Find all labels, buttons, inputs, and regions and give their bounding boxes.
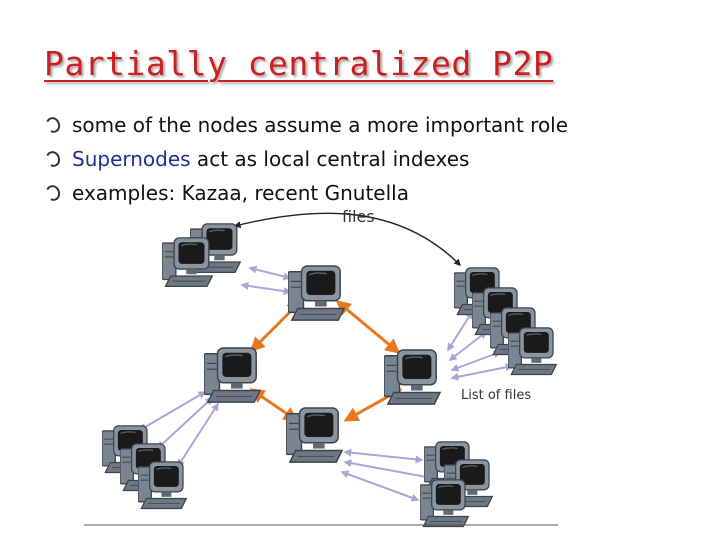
peer-link — [448, 331, 488, 361]
files-transfer-arrow — [233, 212, 461, 266]
peer-computer-icon — [138, 461, 187, 510]
peer-link — [343, 459, 434, 481]
bullet-item: some of the nodes assume a more importan… — [43, 108, 569, 142]
bullet-text: examples: Kazaa, recent Gnutella — [72, 181, 409, 205]
peer-link — [343, 448, 424, 464]
peer-link — [248, 265, 292, 281]
peer-link — [447, 310, 473, 352]
supernode-link — [335, 300, 401, 354]
peer-link — [156, 396, 214, 450]
supernode-computer-icon — [204, 347, 261, 403]
supernode-computer-icon — [286, 407, 343, 463]
peer-computer-icon — [162, 237, 213, 288]
peer-computer-icon — [508, 327, 557, 376]
bullet-term: Supernodes — [72, 147, 191, 171]
supernode-computer-icon — [288, 265, 345, 321]
peer-link — [450, 363, 514, 381]
bullet-item: Supernodes act as local central indexes — [43, 142, 568, 176]
bullet-text: some of the nodes assume a more importan… — [72, 113, 569, 137]
peer-link — [340, 470, 420, 502]
peer-computer-icon — [420, 479, 469, 528]
bullet-list: some of the nodes assume a more importan… — [43, 108, 569, 210]
bullet-item: examples: Kazaa, recent Gnutella — [43, 176, 568, 210]
peer-link — [240, 281, 292, 296]
peer-link — [138, 391, 207, 431]
list-of-files-label: List of files — [461, 388, 531, 403]
slide-title: Partially centralized P2P — [44, 44, 554, 83]
peer-link — [177, 402, 219, 468]
files-label: files — [342, 207, 375, 226]
bullet-text: act as local central indexes — [190, 147, 470, 171]
supernode-computer-icon — [384, 349, 441, 405]
